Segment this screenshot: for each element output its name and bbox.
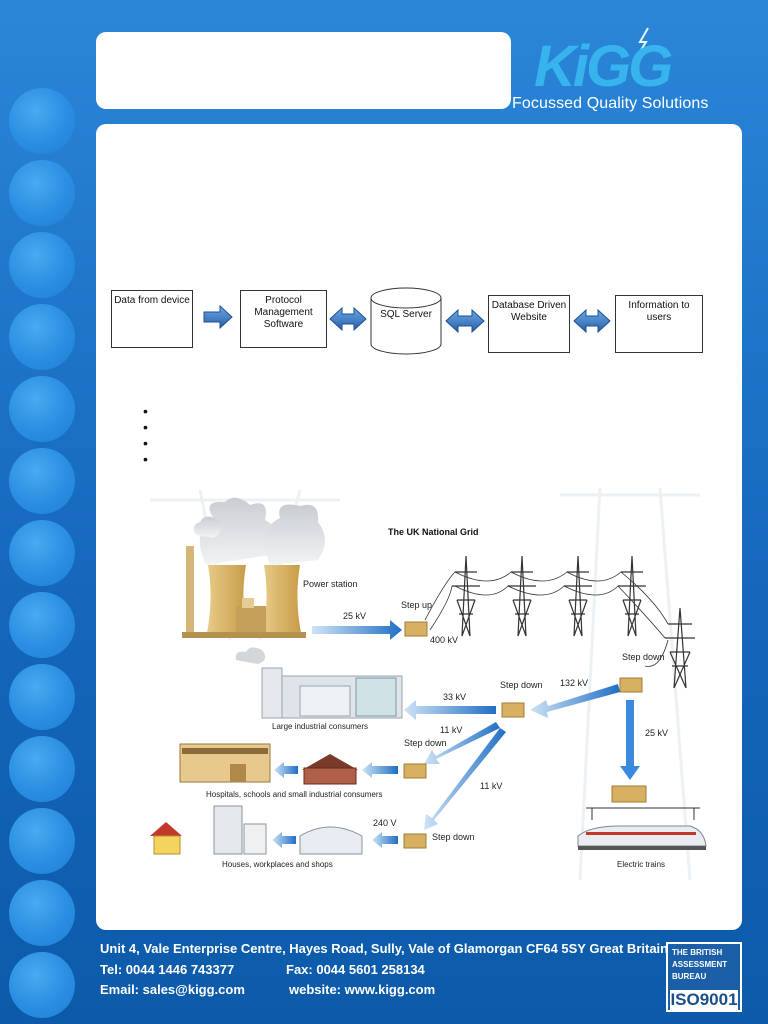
arrow-right-icon	[203, 304, 233, 330]
flow-label: Protocol Management Software	[254, 295, 313, 330]
arrow-right-icon	[312, 620, 402, 640]
arrow-left-icon	[274, 762, 298, 778]
transformer-icon	[501, 702, 525, 718]
shop-icon	[299, 826, 363, 855]
label-step-up: Step up	[401, 600, 432, 610]
svg-text:KiGG: KiGG	[534, 34, 672, 99]
grid-title: The UK National Grid	[388, 527, 479, 537]
footer-email-link[interactable]: Email: sales@kigg.com	[100, 982, 245, 997]
decor-circle	[9, 448, 75, 514]
decor-circle	[9, 160, 75, 226]
power-station-icon	[182, 497, 325, 638]
kigg-logo: KiGG	[534, 27, 675, 99]
bullet-item: •	[143, 435, 148, 451]
decor-circle	[9, 88, 75, 154]
iso-number: ISO9001	[670, 990, 738, 1010]
arrow-left-icon	[404, 700, 496, 720]
label-hospitals: Hospitals, schools and small industrial …	[206, 790, 383, 799]
school-icon	[302, 754, 358, 785]
flow-label: SQL Server	[380, 309, 432, 320]
label-25kv: 25 kV	[343, 611, 366, 621]
label-step-down-1: Step down	[622, 652, 665, 662]
double-arrow-icon	[329, 306, 367, 332]
decor-circle	[9, 592, 75, 658]
arrow-down-icon	[620, 700, 640, 780]
decor-circle	[9, 232, 75, 298]
flow-box-device: Data from device	[111, 290, 193, 348]
bullet-item: •	[143, 403, 148, 419]
national-grid-illustration: Power station The UK National Grid 25 kV…	[150, 488, 707, 881]
label-step-down-2: Step down	[500, 680, 543, 690]
transformer-icon	[404, 621, 428, 637]
double-arrow-icon	[573, 308, 611, 334]
arrow-diag-icon	[424, 728, 506, 830]
bullet-list: • • • •	[143, 403, 148, 467]
iso-text: THE BRITISH	[672, 948, 723, 957]
bullet-item: •	[143, 419, 148, 435]
decor-circle	[9, 664, 75, 730]
label-step-down-3: Step down	[404, 738, 447, 748]
label-11kv: 11 kV	[440, 725, 462, 735]
iso-text: BUREAU	[672, 972, 707, 981]
label-33kv: 33 kV	[443, 692, 466, 702]
decor-circle	[9, 952, 75, 1018]
arrow-left-icon	[530, 684, 620, 718]
iso-text: ASSESSMENT	[672, 960, 728, 969]
label-11kv-b: 11 kV	[480, 781, 502, 791]
label-houses: Houses, workplaces and shops	[222, 860, 333, 869]
flow-arrows	[203, 304, 611, 334]
decor-circle	[9, 520, 75, 586]
bullet-item: •	[143, 451, 148, 467]
factory-icon	[235, 647, 403, 719]
label-electric-trains: Electric trains	[617, 860, 665, 869]
transformer-icon	[403, 763, 427, 779]
transformer-icon	[611, 785, 647, 803]
label-400kv: 400 kV	[430, 635, 458, 645]
footer-fax: Fax: 0044 5601 258134	[286, 962, 425, 977]
pylon-icon	[424, 555, 695, 689]
footer-tel: Tel: 0044 1446 743377	[100, 962, 235, 977]
train-icon	[577, 807, 707, 850]
sql-server-cylinder	[370, 287, 442, 355]
arrow-left-icon	[272, 832, 296, 848]
flow-label: Information to users	[628, 300, 690, 323]
flow-box-protocol: Protocol Management Software	[240, 290, 327, 348]
arrow-left-icon	[362, 762, 398, 778]
tagline: Focussed Quality Solutions	[512, 95, 709, 112]
decor-circle	[9, 736, 75, 802]
house-icon	[150, 822, 182, 855]
flow-label: Data from device	[114, 295, 190, 306]
label-25kv-b: 25 kV	[645, 728, 668, 738]
arrow-left-icon	[372, 832, 398, 848]
office-icon	[213, 805, 267, 855]
flow-box-users: Information to users	[615, 295, 703, 353]
iso-badge: THE BRITISH ASSESSMENT BUREAU ISO9001	[666, 942, 742, 1012]
title-box	[96, 32, 511, 109]
footer-website-link[interactable]: website: www.kigg.com	[289, 982, 436, 997]
transformer-icon	[403, 833, 427, 849]
decor-circle	[9, 808, 75, 874]
flow-label: Database Driven Website	[491, 300, 567, 323]
decor-circle	[9, 376, 75, 442]
label-240v: 240 V	[373, 818, 397, 828]
decor-circle	[9, 880, 75, 946]
label-132kv: 132 kV	[560, 678, 588, 688]
footer-address: Unit 4, Vale Enterprise Centre, Hayes Ro…	[100, 941, 669, 956]
label-power-station: Power station	[303, 579, 358, 589]
label-step-down-4: Step down	[432, 832, 475, 842]
transformer-icon	[619, 677, 643, 693]
label-large-industrial: Large industrial consumers	[272, 722, 368, 731]
decor-circle	[9, 304, 75, 370]
hospital-icon	[179, 743, 271, 783]
double-arrow-icon	[445, 308, 485, 334]
arrow-diag-icon	[424, 722, 500, 764]
flow-box-website: Database Driven Website	[488, 295, 570, 353]
